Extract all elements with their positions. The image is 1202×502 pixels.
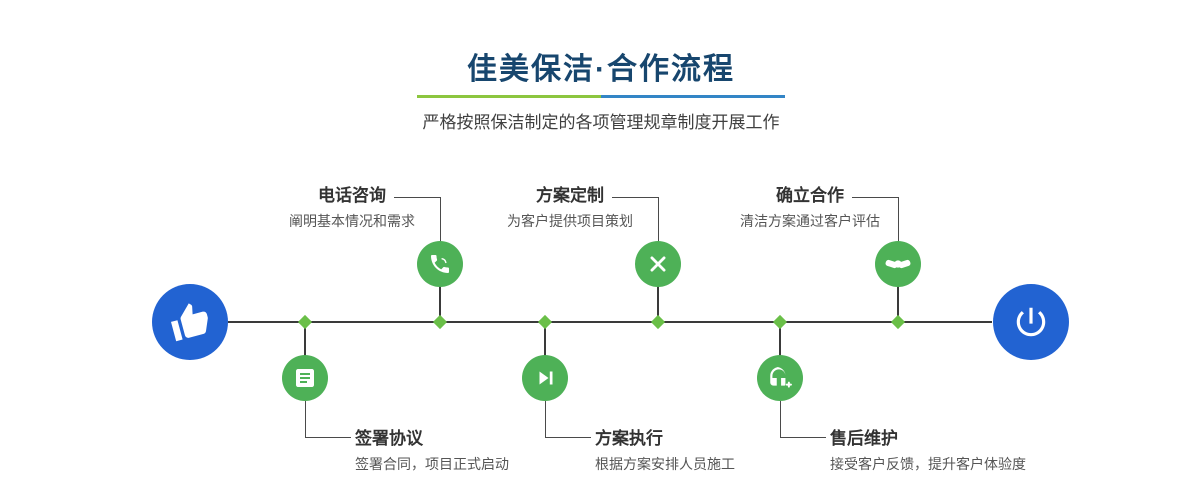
- step-title: 售后维护: [830, 429, 898, 448]
- divider-green-segment: [417, 95, 601, 98]
- step-title: 确立合作: [776, 186, 844, 205]
- end-node: [993, 284, 1069, 360]
- hand-pointer-icon: [170, 303, 208, 342]
- start-node: [152, 284, 228, 360]
- step-title: 签署协议: [355, 429, 423, 448]
- step-node-handshake: [875, 241, 921, 287]
- elbow-line: [394, 197, 440, 198]
- step-desc: 根据方案安排人员施工: [595, 456, 735, 472]
- elbow-line: [612, 197, 658, 198]
- elbow-line: [780, 437, 826, 438]
- timeline-diamond: [772, 314, 788, 330]
- title-divider: [417, 95, 785, 98]
- step-title: 方案执行: [595, 429, 663, 448]
- elbow-line: [852, 197, 898, 198]
- timeline-diamond: [432, 314, 448, 330]
- step-block-execute: 方案执行 根据方案安排人员施工: [595, 428, 875, 473]
- play-icon: [539, 371, 553, 385]
- connector-line: [544, 322, 546, 378]
- elbow-line: [658, 197, 659, 242]
- elbow-line: [305, 437, 351, 438]
- headset-icon: [770, 367, 792, 388]
- step-block-phone: 电话咨询 阐明基本情况和需求: [232, 185, 472, 230]
- elbow-line: [780, 401, 781, 437]
- step-block-contract: 签署协议 签署合同，项目正式启动: [355, 428, 635, 473]
- step-block-aftersale: 售后维护 接受客户反馈，提升客户体验度: [830, 428, 1110, 473]
- step-node-contract: [282, 355, 328, 401]
- handshake-icon: [885, 259, 911, 269]
- step-block-design: 方案定制 为客户提供项目策划: [450, 185, 690, 230]
- step-title: 方案定制: [536, 186, 604, 205]
- design-tools-icon: [650, 256, 666, 272]
- connector-line: [897, 264, 899, 322]
- connector-line: [779, 322, 781, 378]
- elbow-line: [440, 197, 441, 242]
- connector-line: [304, 322, 306, 378]
- phone-icon: [431, 255, 449, 273]
- step-desc: 接受客户反馈，提升客户体验度: [830, 456, 1026, 472]
- connector-line: [657, 264, 659, 322]
- step-desc: 阐明基本情况和需求: [289, 213, 415, 229]
- step-node-execute: [522, 355, 568, 401]
- step-node-aftersale: [757, 355, 803, 401]
- step-node-design: [635, 241, 681, 287]
- timeline-diamond: [297, 314, 313, 330]
- timeline-line: [228, 321, 992, 323]
- step-desc: 签署合同，项目正式启动: [355, 456, 509, 472]
- timeline-diamond: [537, 314, 553, 330]
- elbow-line: [305, 401, 306, 437]
- elbow-line: [545, 437, 591, 438]
- step-block-handshake: 确立合作 清洁方案通过客户评估: [690, 185, 930, 230]
- page-subtitle: 严格按照保洁制定的各项管理规章制度开展工作: [422, 113, 780, 132]
- step-desc: 为客户提供项目策划: [507, 213, 633, 229]
- connector-line: [439, 264, 441, 322]
- elbow-line: [545, 401, 546, 437]
- power-icon: [1016, 307, 1046, 337]
- step-title: 电话咨询: [318, 186, 386, 205]
- elbow-line: [898, 197, 899, 242]
- step-desc: 清洁方案通过客户评估: [740, 213, 880, 229]
- step-node-phone: [417, 241, 463, 287]
- contract-icon: [296, 369, 314, 387]
- timeline-diamond: [890, 314, 906, 330]
- page-title: 佳美保洁·合作流程: [467, 53, 735, 86]
- divider-blue-segment: [601, 95, 785, 98]
- timeline-diamond: [650, 314, 666, 330]
